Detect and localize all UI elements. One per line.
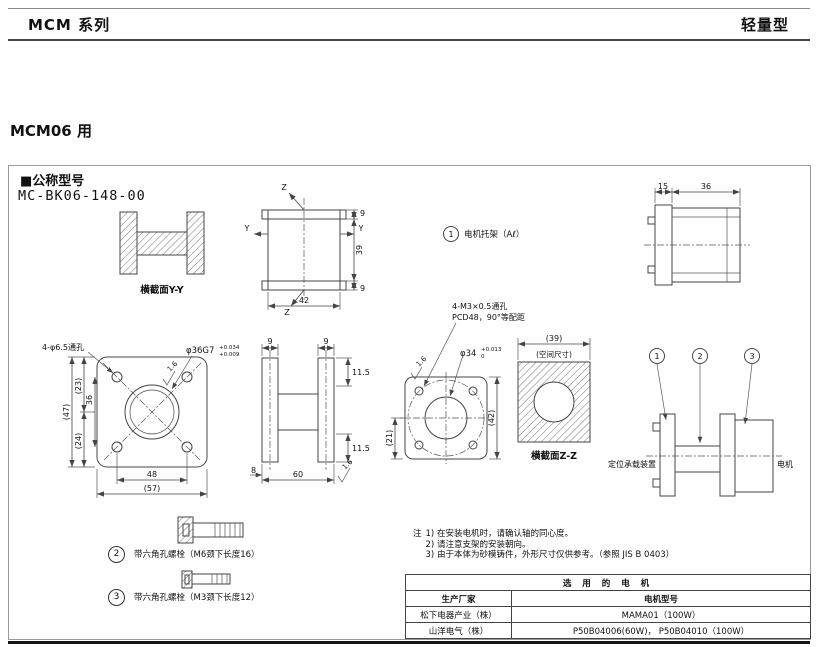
maker-cell: 松下电器产业（株） (406, 607, 512, 622)
bolt-m3-drawing (181, 570, 231, 589)
bracket-rear-view: 15 36 (644, 182, 750, 286)
maker-header: 生产厂家 (406, 591, 512, 606)
bracket-plan-view: Z Z Y Y 42 9 39 9 (244, 183, 366, 317)
dim-42-label: 42 (299, 296, 309, 305)
dim-47-label: (47) (62, 404, 71, 420)
assembly-callout-1: 1 (654, 352, 659, 361)
bracket-callout: 1 电机托架（Aℓ） (443, 226, 524, 242)
dim-23-label: (23) (74, 378, 83, 394)
section-zz-label: 横截面Z-Z (531, 450, 577, 462)
bolt-m3-callout: 3 带六角孔螺栓（M3颈下长度12） (108, 588, 260, 606)
bracket-callout-label: 电机托架（Aℓ） (464, 229, 524, 240)
section-zz-drawing: (39) (空间尺寸) 横截面Z-Z (517, 334, 591, 462)
axis-z-top-label: Z (281, 183, 287, 192)
finish-16-side-label: 1.6 (341, 457, 355, 471)
axis-y-left-label: Y (244, 224, 250, 233)
axis-z-bottom-label: Z (284, 308, 290, 317)
table-row: 松下电器产业（株） MAMA01（100W） (406, 607, 810, 623)
page-section-title: MCM06 用 (10, 122, 92, 140)
notes-prefix: 注 (413, 529, 422, 539)
dim-42p-label: (42) (487, 410, 496, 426)
dim-15-label: 15 (658, 182, 668, 191)
section-yy-label: 横截面Y-Y (140, 284, 184, 296)
dim-21-label: (21) (385, 430, 394, 446)
bolt-m6-drawing (177, 516, 244, 544)
bracket-side-view: 9 9 11.5 11.5 60 8 1.6 (250, 337, 370, 484)
notes-block: 注 1) 在安装电机时，请确认轴的同心度。 2) 请注意支架的安装朝向。 3) … (413, 529, 674, 561)
note-line-3: 3) 由于本体为砂模铸件，外形尺寸仅供参考。（参照 JIS B 0403） (425, 550, 675, 560)
callout-3-badge: 3 (108, 588, 125, 606)
model-cell: MAMA01（100W） (621, 610, 701, 621)
note-line-2: 2) 请注意支架的安装朝向。 (425, 539, 531, 550)
notes-lines: 1) 在安装电机时，请确认轴的同心度。 2) 请注意支架的安装朝向。 3) 由于… (426, 529, 675, 561)
header-bottom-rule (8, 39, 810, 41)
section-yy-drawing: 横截面Y-Y (119, 211, 205, 296)
model-cell: P50B04006(60W)， P50B04010（100W） (572, 626, 750, 637)
bore-36g7-tol-upper: +0.034 (219, 345, 240, 351)
holes-4xd65-label: 4-φ6.5通孔 (42, 342, 84, 352)
space-note-label: (空间尺寸) (536, 349, 572, 359)
dim-36-label: 36 (701, 182, 711, 191)
dim-24-label: (24) (74, 433, 83, 449)
dim-57-label: (57) (144, 484, 160, 493)
dim-9a-label: 9 (267, 337, 272, 346)
callout-1-number: 1 (448, 230, 453, 239)
table-title: 选 用 的 电 机 (406, 575, 810, 591)
dim-60-label: 60 (293, 470, 303, 479)
motor-label: 电机 (777, 459, 793, 469)
dim-9b-label: 9 (323, 337, 328, 346)
assembly-callout-3: 3 (749, 352, 754, 361)
maker-cell: 山洋电气（株） (406, 623, 512, 638)
callout-2-badge: 2 (108, 545, 125, 563)
dim-9-top-label: 9 (360, 209, 365, 218)
model-heading: ■公称型号 (20, 174, 85, 189)
dim-115b-label: 11.5 (352, 444, 370, 453)
axis-y-right-label: Y (358, 224, 364, 233)
finish-16-flange-label: 1.6 (166, 359, 180, 373)
assembly-callout-2: 2 (697, 352, 702, 361)
header-top-rule (8, 8, 810, 9)
dim-pitch36-label: 36 (85, 395, 94, 405)
dim-48-label: 48 (147, 470, 157, 479)
motor-table: 选 用 的 电 机 生产厂家 电机型号 松下电器产业（株） MAMA01（100… (405, 574, 811, 639)
holes-4xm3-label: 4-M3×0.5通孔 (452, 301, 507, 311)
flange-front-view: 4-φ6.5通孔 φ36G7 +0.034 +0.009 1.6 (47) (2… (42, 342, 240, 498)
positioning-label: 定位承载装置 (608, 459, 656, 469)
bore-34-tol-lower: 0 (481, 354, 485, 360)
model-number: MC-BK06-148-00 (18, 188, 146, 204)
model-header: 电机型号 (643, 594, 678, 605)
page-bottom-rule (8, 641, 810, 644)
bore-34-tol-upper: +0.013 (481, 347, 502, 353)
dim-115a-label: 11.5 (352, 368, 370, 377)
bolt-m3-label: 带六角孔螺栓（M3颈下长度12） (134, 593, 260, 603)
finish-16-m3-label: 1.6 (415, 354, 429, 368)
series-title: MCM 系列 (28, 16, 111, 34)
category-title: 轻量型 (740, 16, 789, 34)
bore-34-label: φ34 (460, 349, 476, 359)
bore-36g7-label: φ36G7 (186, 346, 214, 356)
pcd48-label: PCD48，90°等配距 (452, 312, 525, 322)
dim-9-bottom-label: 9 (360, 284, 365, 293)
assembly-view: 1 2 3 定位承载装置 电机 (608, 348, 793, 497)
space-dim-label: (39) (546, 334, 562, 343)
table-header-row: 生产厂家 电机型号 (406, 591, 810, 607)
dim-8-label: 8 (251, 466, 256, 475)
bolt-m6-label: 带六角孔螺栓（M6颈下长度16） (134, 550, 260, 560)
flange-m3-view: 4-M3×0.5通孔 PCD48，90°等配距 φ34 +0.013 0 1.6… (385, 301, 525, 464)
dim-39-label: 39 (355, 245, 364, 255)
note-line-1: 1) 在安装电机时，请确认轴的同心度。 (425, 529, 573, 539)
bolt-m6-callout: 2 带六角孔螺栓（M6颈下长度16） (108, 545, 260, 563)
bore-36g7-tol-lower: +0.009 (219, 352, 240, 358)
table-row: 山洋电气（株） P50B04006(60W)， P50B04010（100W） (406, 623, 810, 639)
